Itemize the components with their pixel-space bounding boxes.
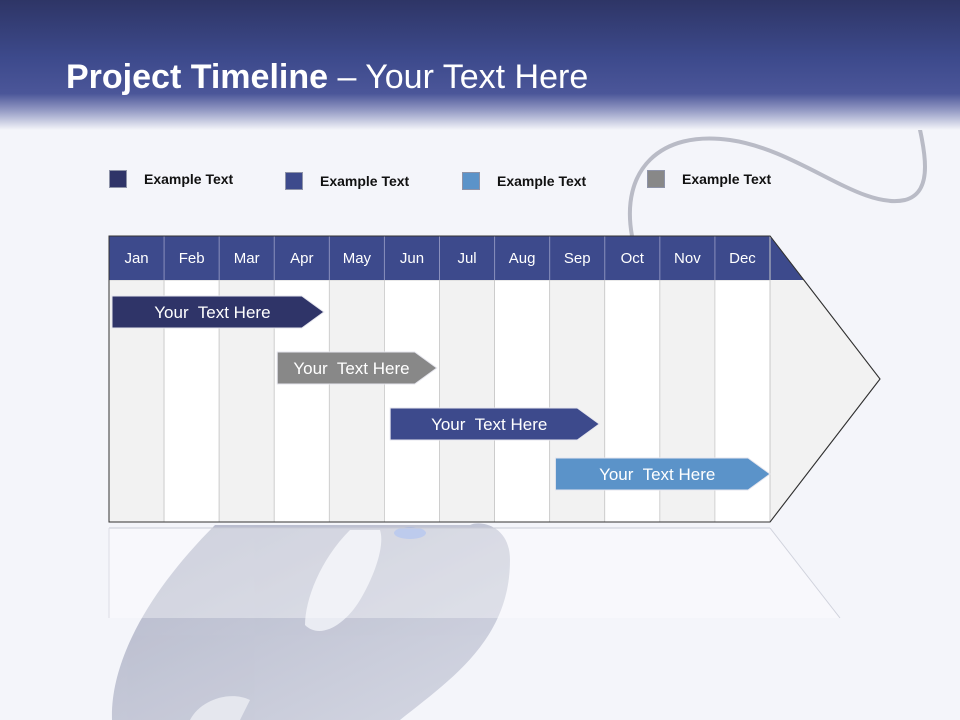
- reflection-edge-diag: [769, 527, 841, 619]
- legend-swatch-3: [462, 172, 480, 190]
- legend-item-1: Example Text: [109, 170, 233, 188]
- month-label-apr: Apr: [290, 250, 313, 267]
- header-banner: [0, 0, 960, 130]
- task-label-1: Your Text Here: [154, 303, 270, 322]
- legend-item-3: Example Text: [462, 172, 586, 190]
- cable-graphic: [627, 107, 927, 237]
- month-label-jun: Jun: [400, 250, 424, 267]
- legend-item-4: Example Text: [647, 170, 771, 188]
- legend-swatch-1: [109, 170, 127, 188]
- month-label-feb: Feb: [179, 250, 205, 267]
- legend-label-1: Example Text: [144, 171, 234, 187]
- month-label-may: May: [343, 250, 372, 267]
- month-label-jul: Jul: [457, 250, 476, 267]
- title-bold: Project Timeline: [66, 58, 329, 96]
- month-label-sep: Sep: [564, 250, 591, 267]
- month-label-aug: Aug: [509, 250, 536, 267]
- task-arrow-1: [111, 295, 325, 329]
- task-arrow-3: [389, 407, 601, 441]
- legend-swatch-2: [285, 172, 303, 190]
- month-label-nov: Nov: [674, 250, 701, 267]
- title-subtitle: – Your Text Here: [328, 58, 589, 96]
- legend-label-3: Example Text: [497, 173, 587, 189]
- month-column-jun: [384, 279, 440, 523]
- slide-title: Project Timeline – Your Text Here: [66, 58, 588, 97]
- mouse-graphic: [111, 523, 510, 720]
- month-label-jan: Jan: [124, 250, 148, 267]
- month-label-mar: Mar: [234, 250, 260, 267]
- month-label-dec: Dec: [729, 250, 756, 267]
- task-arrow-4: [554, 457, 771, 491]
- timeline-outline: [108, 235, 881, 523]
- task-label-3: Your Text Here: [431, 415, 547, 434]
- task-label-2: Your Text Here: [293, 359, 409, 378]
- task-label-4: Your Text Here: [599, 465, 715, 484]
- month-column-jul: [439, 279, 495, 523]
- timeline-reflection: [109, 528, 840, 618]
- month-column-may: [328, 279, 385, 523]
- month-header-band: [109, 236, 804, 280]
- month-column-aug: [494, 279, 551, 523]
- legend-label-2: Example Text: [320, 173, 410, 189]
- legend-label-4: Example Text: [682, 171, 772, 187]
- legend-swatch-4: [647, 170, 665, 188]
- legend-item-2: Example Text: [285, 172, 409, 190]
- task-arrow-2: [276, 351, 438, 385]
- month-label-oct: Oct: [621, 250, 645, 267]
